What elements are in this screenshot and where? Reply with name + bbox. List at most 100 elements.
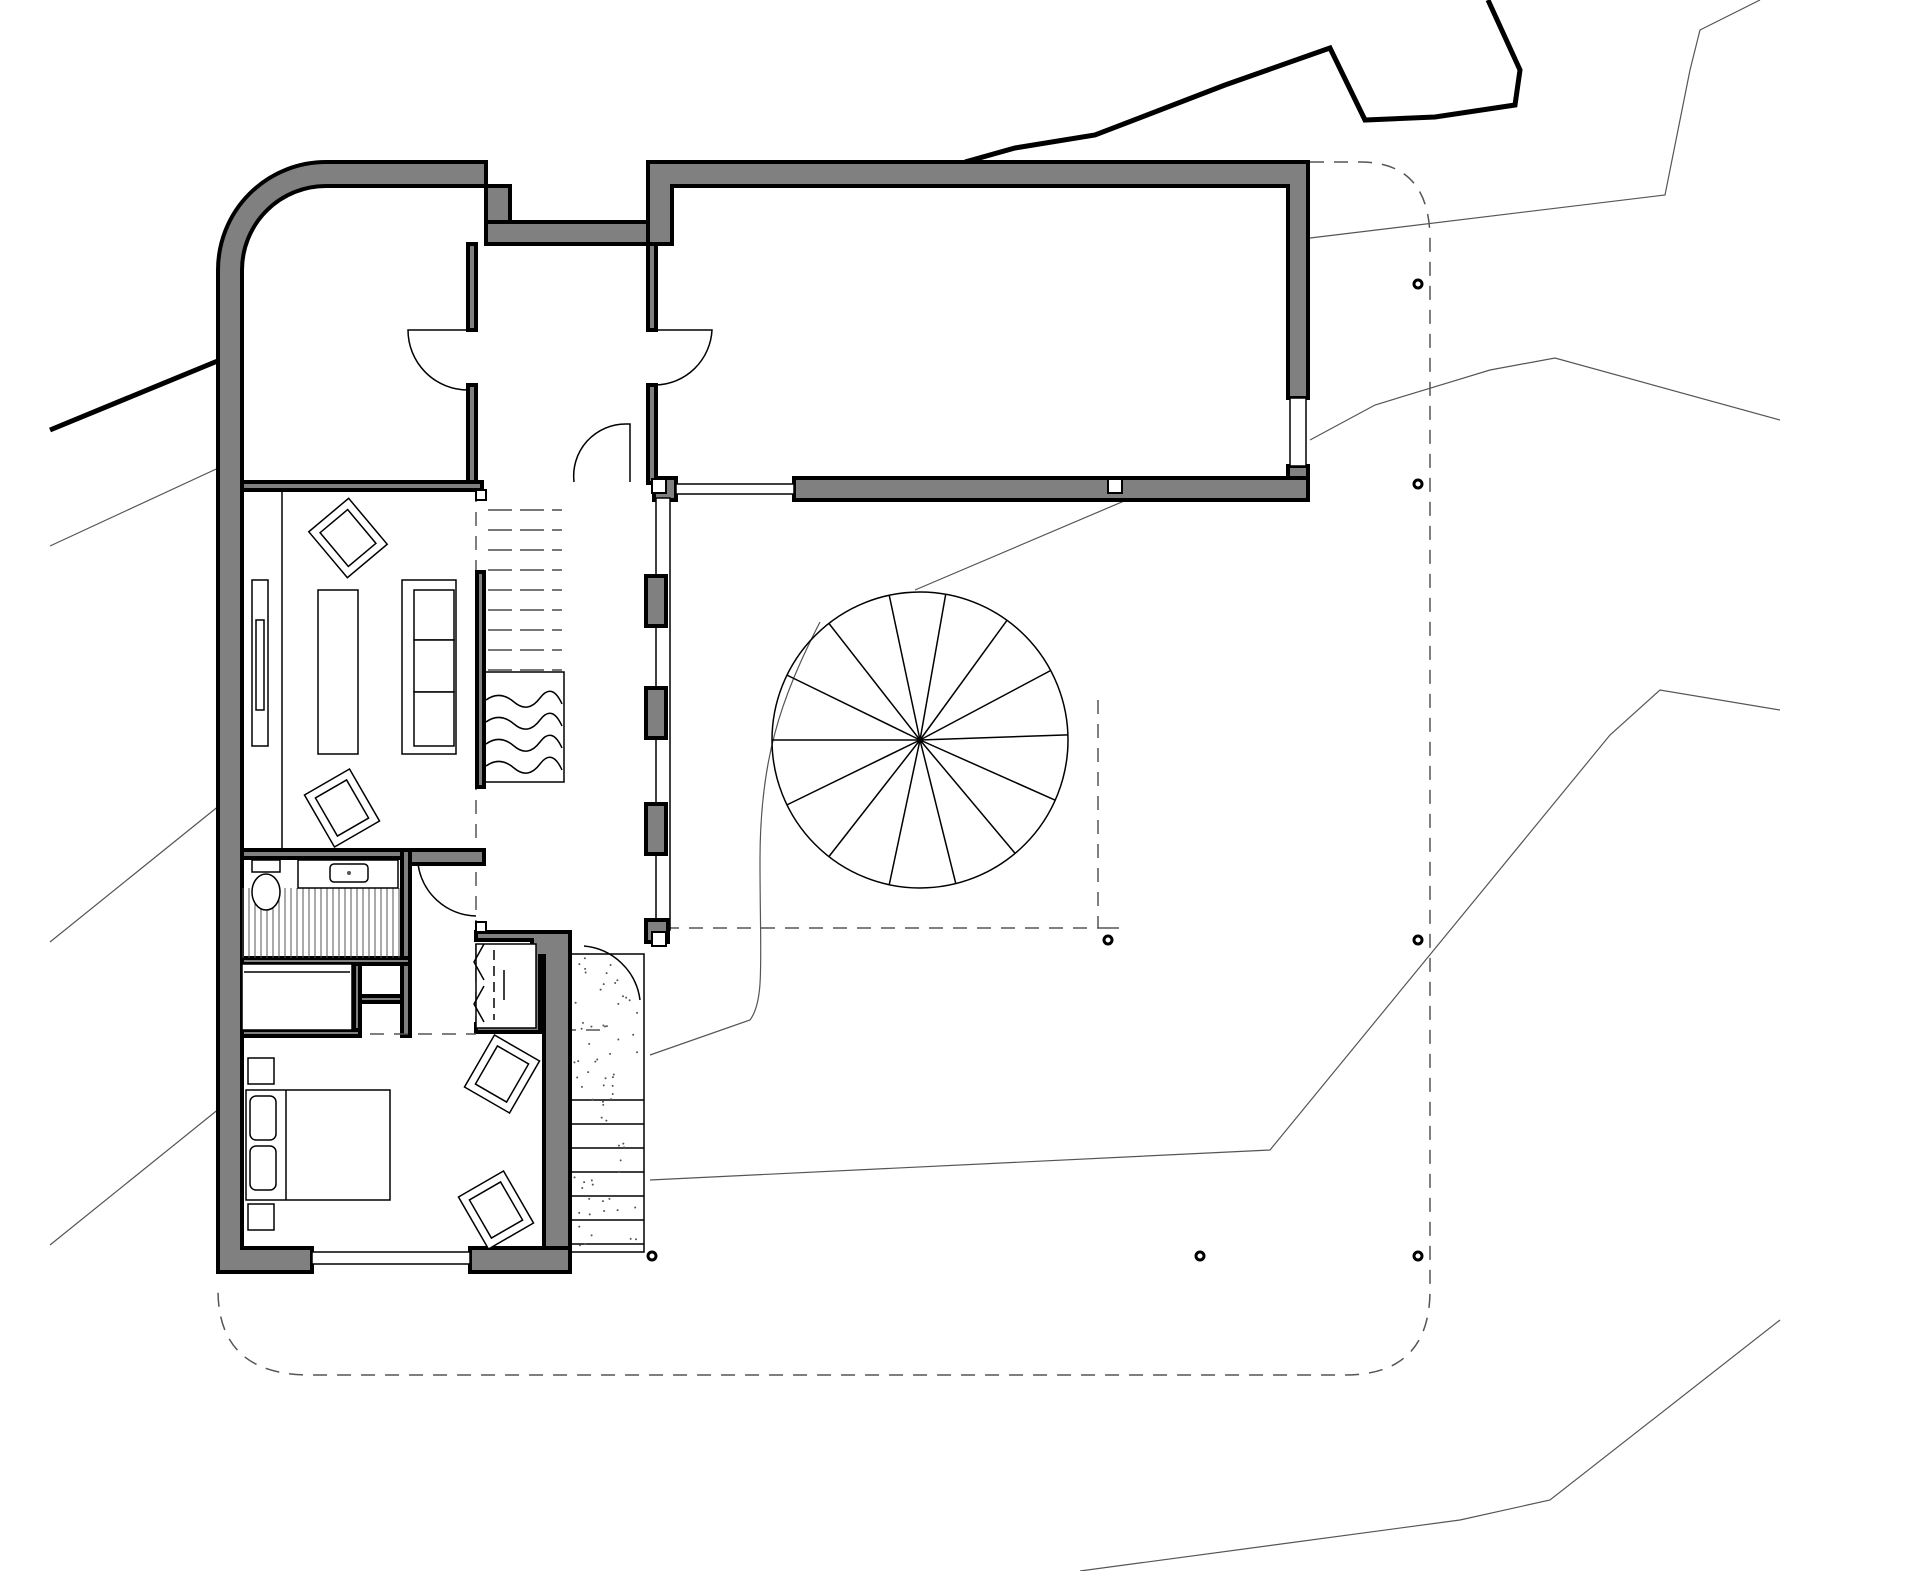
paving-speckle	[634, 1206, 637, 1209]
paving-speckle	[609, 1098, 612, 1101]
armchair	[307, 497, 389, 579]
nightstand	[247, 1057, 275, 1085]
spiral-tread	[786, 739, 921, 806]
paving-speckle	[574, 1001, 577, 1004]
bath-north-wall	[240, 848, 412, 860]
paving-speckle	[617, 1144, 620, 1147]
garage-south-wall	[792, 476, 1310, 502]
paving-speckle	[587, 1071, 590, 1074]
armchair	[303, 767, 381, 849]
spiral-tread	[919, 619, 1008, 741]
paving-speckle	[588, 1042, 591, 1045]
armchair	[457, 1169, 535, 1251]
paving-speckle	[604, 1025, 607, 1028]
spiral-staircase	[771, 591, 1069, 889]
paving-speckle	[590, 1179, 593, 1182]
paving-speckle	[617, 1002, 620, 1005]
closet-side-wall	[400, 962, 412, 1038]
paving-speckle	[584, 971, 587, 974]
paving-speckle	[616, 1209, 619, 1212]
deck-posts	[646, 278, 1424, 1262]
paving-speckle	[619, 1159, 622, 1162]
door-swing-east	[655, 329, 713, 386]
spiral-tread	[786, 674, 921, 741]
paving-speckle	[625, 996, 628, 999]
paving-speckle	[604, 1077, 607, 1080]
paving-speckle	[632, 1033, 635, 1036]
paving-speckle	[583, 957, 586, 960]
paving-speckle	[581, 1021, 584, 1024]
shower	[241, 963, 353, 1031]
column-markers	[475, 478, 1123, 947]
boundary-line	[49, 0, 1523, 433]
paving-speckle	[602, 1024, 605, 1027]
paving-speckle	[602, 1103, 605, 1106]
terrain-contours	[49, 0, 1781, 1571]
paving-speckle	[577, 1060, 580, 1063]
door-swing-exterior	[583, 945, 641, 1001]
doors	[407, 329, 713, 1001]
paving-speckle	[600, 1116, 603, 1119]
exterior-steps	[569, 953, 645, 1253]
paving-speckle	[628, 999, 631, 1002]
bath-door-stub	[408, 848, 486, 866]
paving-speckle	[636, 1011, 639, 1014]
paving-speckle	[609, 1052, 612, 1055]
spiral-tread	[919, 594, 947, 741]
paving-speckle	[616, 979, 619, 982]
paving-speckle	[578, 1211, 581, 1214]
paving-speckle	[605, 1119, 608, 1122]
curtain-wall	[311, 397, 1307, 1265]
hall-east-wall-lower	[646, 383, 658, 485]
paving-speckle	[596, 1058, 599, 1061]
paving-speckle	[601, 1200, 604, 1203]
bedroom-north-wall	[240, 1028, 362, 1038]
living-north-wall	[240, 480, 484, 492]
paving-speckle	[609, 963, 612, 966]
hall-west-wall-lower	[466, 383, 478, 484]
paving-speckle	[608, 1197, 611, 1200]
spiral-tread	[919, 739, 1016, 854]
hall-east-wall-upper	[646, 242, 658, 332]
paving-speckle	[591, 1183, 594, 1186]
paving-speckle	[605, 972, 608, 975]
bath-south-wall	[240, 956, 412, 966]
paving-speckle	[636, 1051, 639, 1054]
interior-stair	[483, 509, 565, 783]
paving-speckle	[629, 1237, 632, 1240]
paving-speckle	[581, 1187, 584, 1190]
paving-speckle	[602, 983, 605, 986]
hall-west-wall-upper	[466, 242, 478, 332]
door-swing-west	[407, 329, 469, 391]
paving-speckle	[611, 1093, 614, 1096]
coffee-table	[317, 589, 359, 755]
spiral-tread	[919, 669, 1052, 741]
paving-speckle	[580, 1085, 583, 1088]
paving-speckle	[588, 1197, 591, 1200]
paving-speckle	[603, 1209, 606, 1212]
spiral-tread	[919, 739, 1056, 801]
paving-speckle	[591, 1098, 594, 1101]
paving-speckle	[612, 1073, 615, 1076]
spiral-tread	[828, 622, 921, 741]
paving-speckle	[622, 1142, 625, 1145]
paving-speckle	[602, 1084, 605, 1087]
paving-speckle	[611, 1084, 614, 1087]
spiral-tread	[919, 739, 957, 884]
paving-speckle	[611, 1076, 614, 1079]
bedroom-south-wall-east	[468, 1246, 572, 1274]
stair-rail-wall	[475, 570, 486, 789]
door-swing-entry	[572, 423, 631, 483]
nightstand	[247, 1203, 275, 1231]
paving-speckle	[580, 1027, 583, 1030]
living-room-furniture	[251, 490, 457, 850]
paving-speckle	[618, 1170, 621, 1173]
paving-speckle	[623, 1146, 626, 1149]
paving-speckle	[622, 995, 625, 998]
toilet	[251, 859, 281, 873]
paving-speckle	[578, 963, 581, 966]
roof-overhang-outline	[217, 161, 1431, 1376]
paving-speckle	[590, 1025, 593, 1028]
paving-speckle	[634, 1238, 637, 1241]
